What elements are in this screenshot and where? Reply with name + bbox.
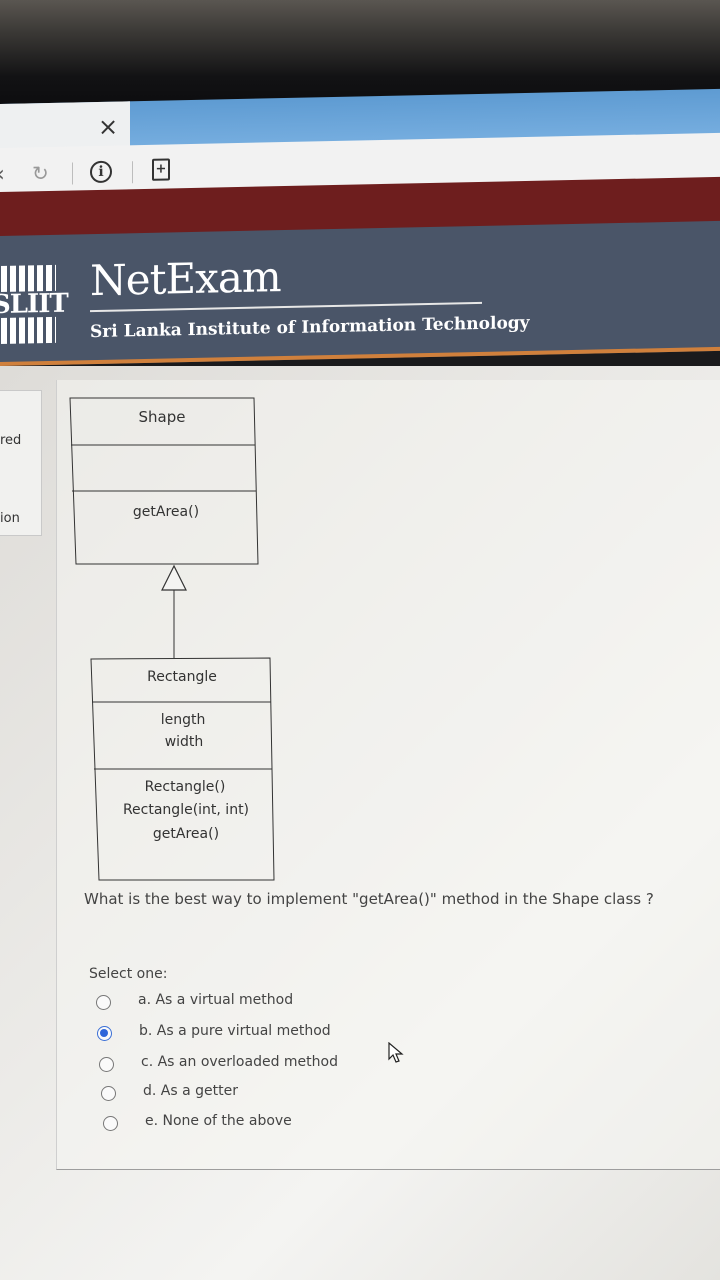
radio-button-selected[interactable] bbox=[97, 1026, 112, 1041]
uml-class-shape: Shape getArea() bbox=[69, 397, 259, 565]
radio-button[interactable] bbox=[101, 1086, 116, 1101]
class-method: getArea() bbox=[133, 504, 199, 520]
class-method: getArea() bbox=[153, 826, 219, 842]
info-panel-text: ion bbox=[0, 511, 20, 526]
question-text: What is the best way to implement "getAr… bbox=[84, 890, 654, 908]
answer-option-label[interactable]: e. None of the above bbox=[145, 1113, 292, 1129]
radio-button[interactable] bbox=[103, 1116, 118, 1131]
mouse-cursor-icon bbox=[388, 1042, 404, 1063]
class-box-outline bbox=[69, 397, 259, 565]
class-method: Rectangle() bbox=[145, 779, 226, 795]
select-one-label: Select one: bbox=[89, 966, 168, 982]
class-method: Rectangle(int, int) bbox=[123, 802, 249, 818]
answer-option-label[interactable]: c. As an overloaded method bbox=[141, 1054, 338, 1070]
class-name: Rectangle bbox=[147, 669, 217, 685]
class-name: Shape bbox=[139, 408, 186, 426]
class-box-outline bbox=[90, 657, 275, 881]
radio-button[interactable] bbox=[99, 1057, 114, 1072]
inheritance-arrow bbox=[161, 564, 187, 658]
info-panel-text: red bbox=[0, 433, 22, 448]
quiz-info-panel: red ion bbox=[0, 390, 42, 536]
uml-class-rectangle: Rectangle length width Rectangle() Recta… bbox=[90, 657, 275, 881]
answer-option-label[interactable]: d. As a getter bbox=[143, 1083, 238, 1099]
class-attribute: width bbox=[165, 734, 204, 750]
main-content: red ion bbox=[0, 366, 720, 1280]
radio-button[interactable] bbox=[96, 995, 111, 1010]
answer-option-label[interactable]: a. As a virtual method bbox=[138, 992, 294, 1008]
class-attribute: length bbox=[161, 712, 206, 728]
question-card bbox=[56, 380, 720, 1170]
answer-option-label[interactable]: b. As a pure virtual method bbox=[139, 1023, 331, 1039]
inheritance-arrowhead bbox=[161, 564, 187, 591]
